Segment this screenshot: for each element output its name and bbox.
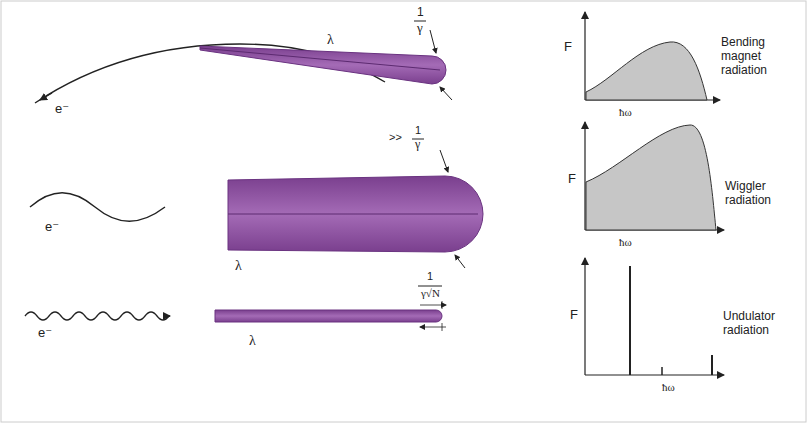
angle-numerator: 1: [415, 124, 421, 137]
axis-label: ħω: [619, 236, 632, 249]
wavelength-label: λ: [327, 32, 334, 48]
electron-label: e⁻: [45, 220, 59, 235]
angle-numerator: 1: [417, 6, 424, 20]
wavelength-label: λ: [249, 333, 256, 349]
radiation-type-label: Undulator radiation: [723, 310, 805, 338]
axis-label: ħω: [662, 381, 675, 394]
axis-label: ħω: [619, 106, 632, 119]
radiation-type-label: Bending magnet radiation: [721, 36, 805, 77]
wavelength-label: λ: [235, 258, 242, 274]
electron-label: e⁻: [38, 326, 52, 341]
angle-denominator: γ: [417, 21, 423, 36]
axis-label: F: [568, 172, 576, 187]
angle-comparison: >>: [389, 131, 402, 144]
angle-numerator: 1: [427, 270, 433, 283]
axis-label: F: [570, 308, 578, 323]
angle-denominator: γ√N: [421, 287, 440, 300]
electron-label: e⁻: [55, 102, 69, 117]
angle-denominator: γ: [415, 138, 420, 152]
radiation-type-label: Wiggler radiation: [725, 180, 805, 208]
axis-label: F: [564, 40, 572, 55]
